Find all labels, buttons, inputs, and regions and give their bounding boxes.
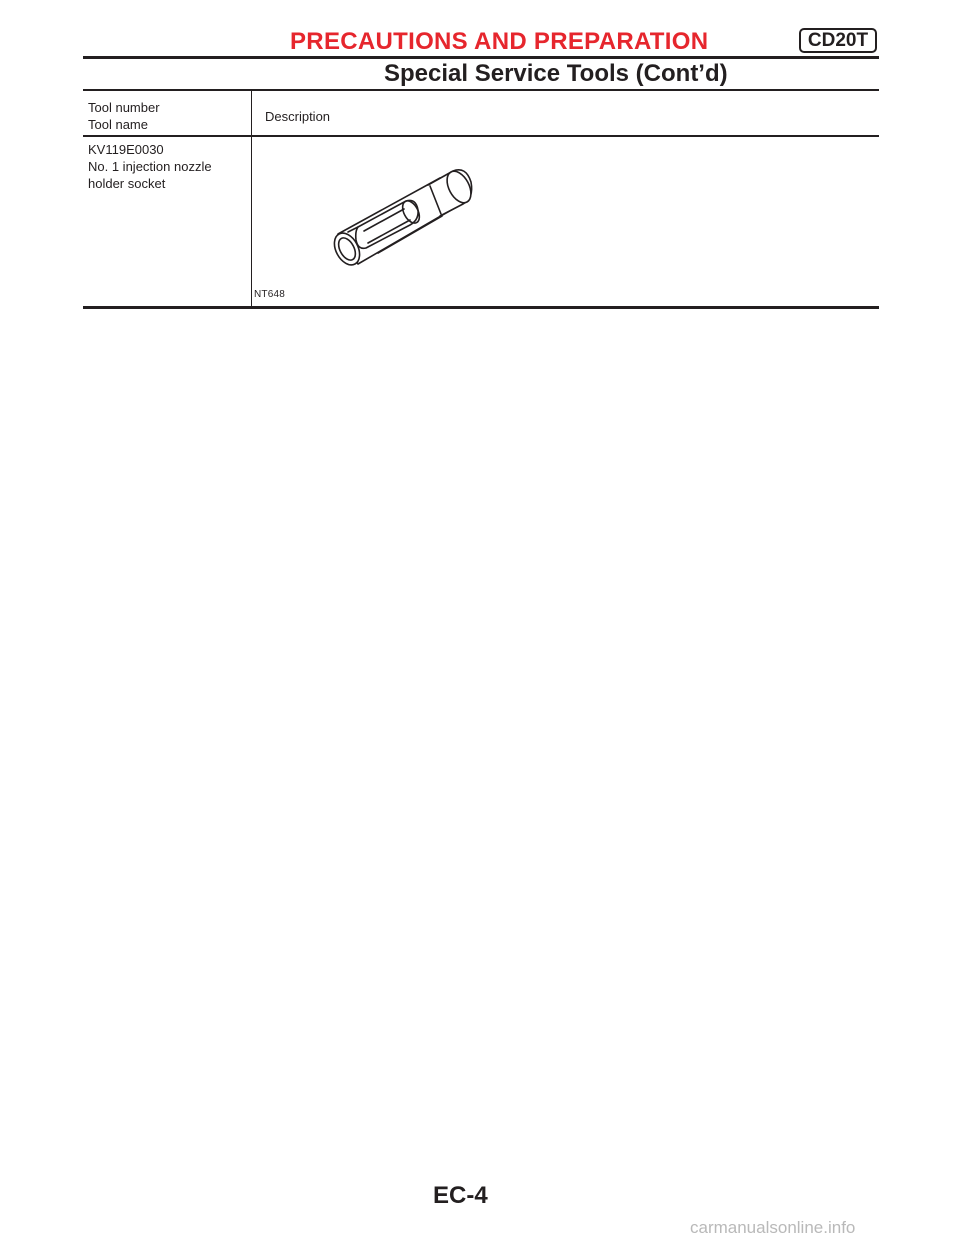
engine-code-badge: CD20T (799, 28, 877, 53)
nozzle-holder-socket-illustration (333, 169, 473, 266)
tool-name-line-2: holder socket (88, 176, 166, 191)
header-divider (83, 56, 879, 59)
tool-number: KV119E0030 (88, 142, 164, 157)
column-header-description: Description (265, 109, 331, 124)
watermark-text: carmanualsonline.info (690, 1218, 856, 1237)
special-service-tools-table: Tool number Tool name Description KV119E… (83, 89, 879, 309)
table-bottom-rule (83, 306, 879, 309)
tool-name-line-1: No. 1 injection nozzle (88, 159, 212, 174)
column-header-tool-name: Tool name (88, 117, 148, 132)
figure-code: NT648 (254, 289, 286, 300)
table-top-rule (83, 89, 879, 91)
column-header-tool-number: Tool number (88, 100, 160, 115)
table-column-divider (251, 91, 252, 306)
table-header-rule (83, 135, 879, 137)
table-row-tool-info: KV119E0030 No. 1 injection nozzle holder… (88, 141, 212, 192)
page-number: EC-4 (433, 1182, 488, 1209)
column-header-tool: Tool number Tool name (88, 99, 160, 133)
page-header-title: PRECAUTIONS AND PREPARATION (290, 28, 709, 55)
section-title: Special Service Tools (Cont’d) (384, 60, 728, 87)
